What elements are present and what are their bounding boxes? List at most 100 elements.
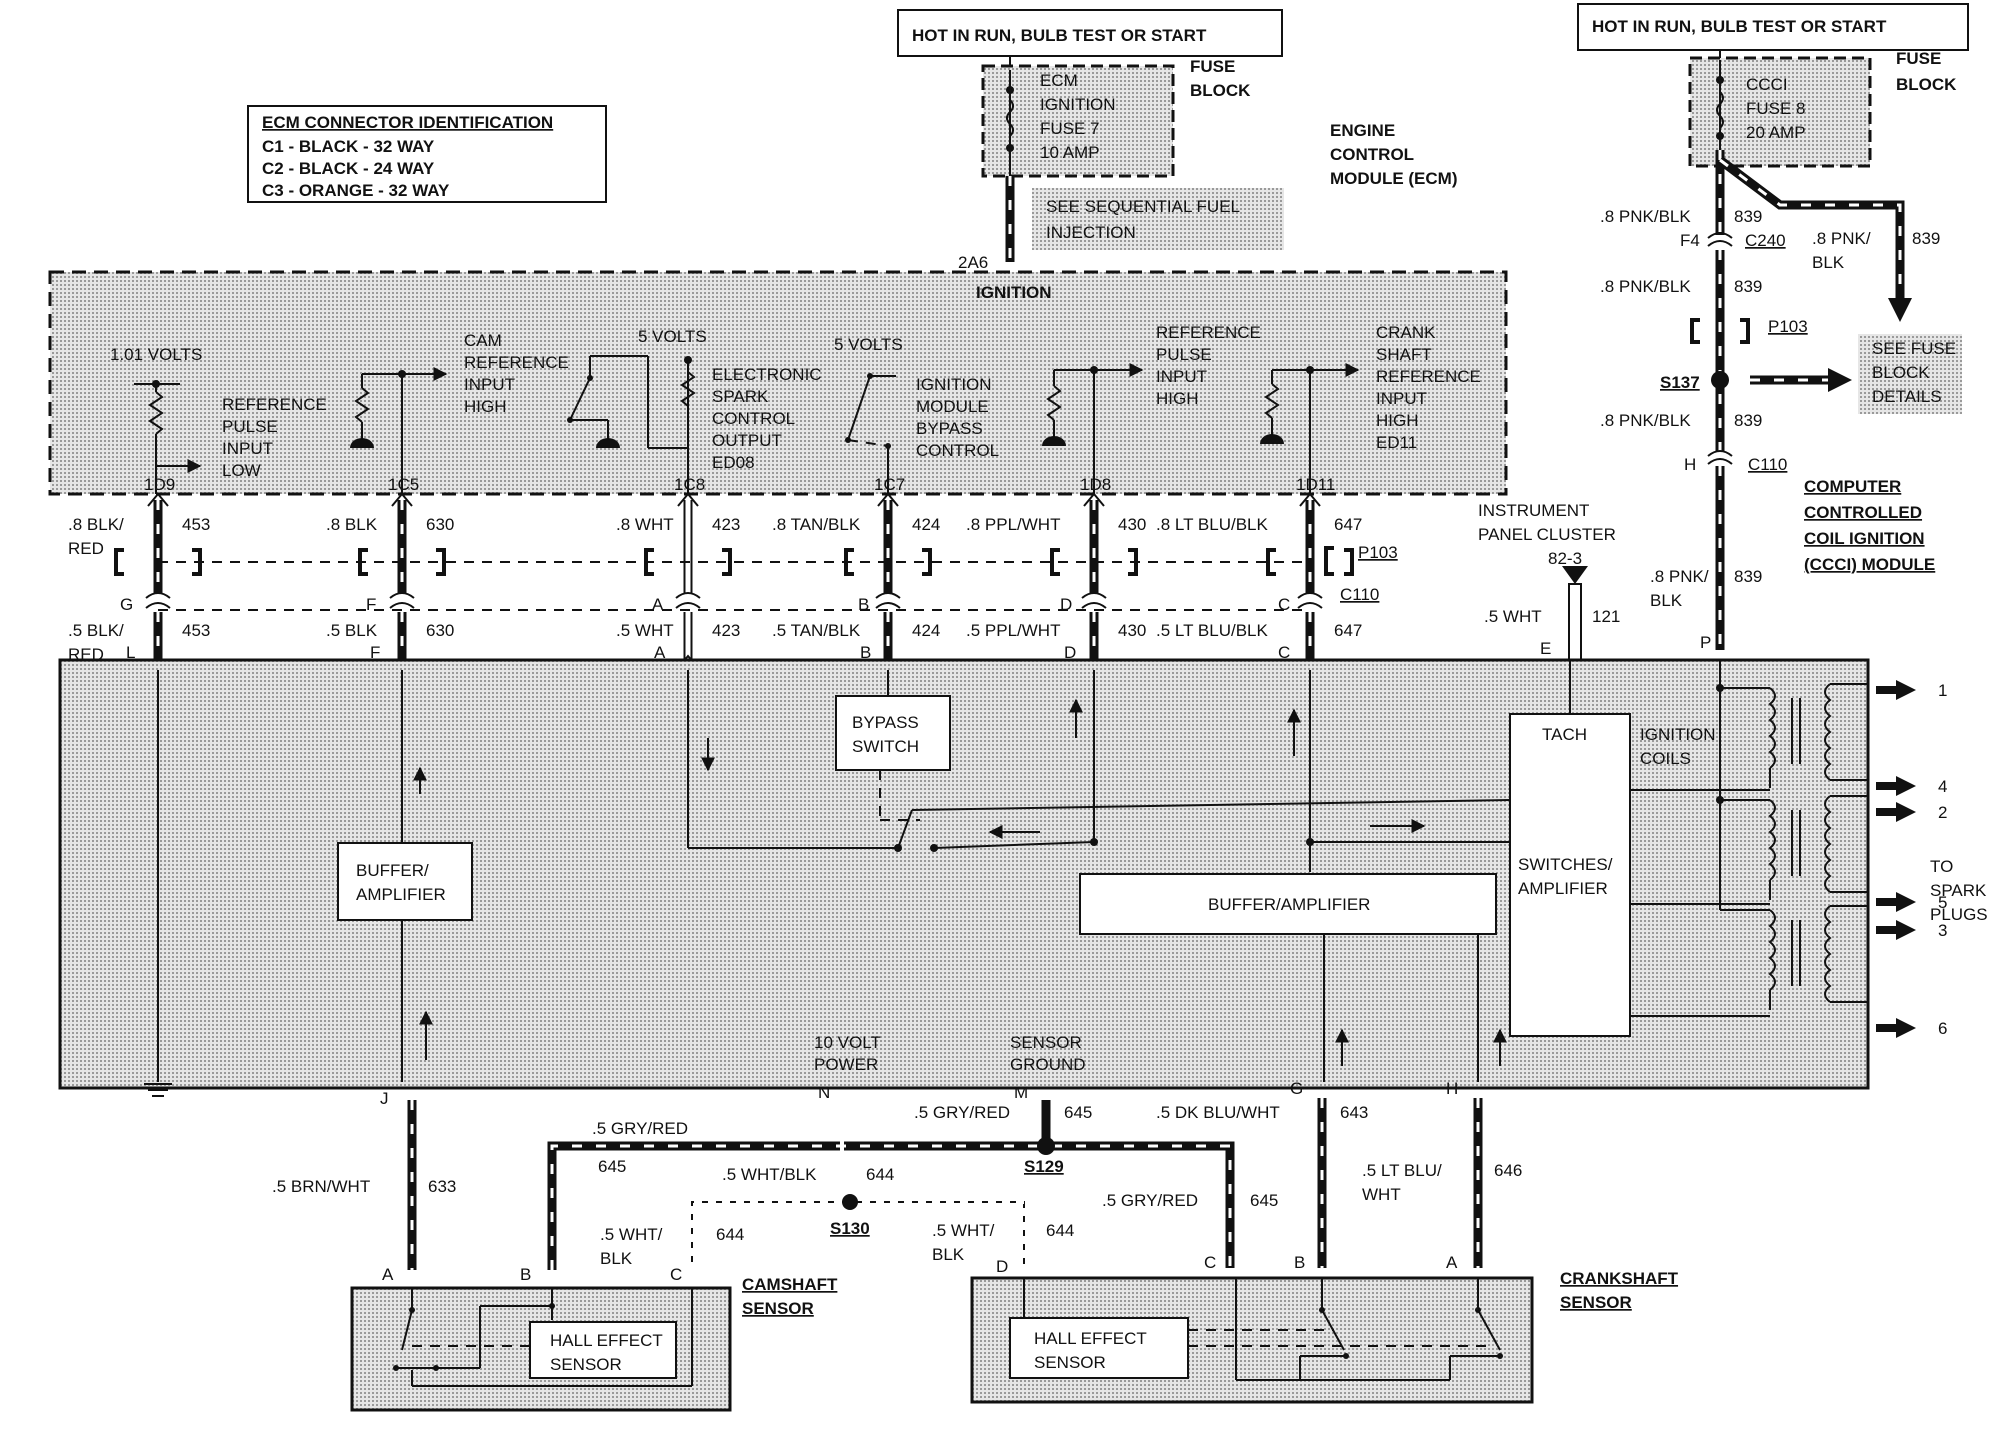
wire-color-top: .8 TAN/BLK: [772, 515, 861, 534]
svg-text:ED08: ED08: [712, 453, 755, 472]
svg-text:INSTRUMENT: INSTRUMENT: [1478, 501, 1589, 520]
svg-text:CONTROLLED: CONTROLLED: [1804, 503, 1922, 522]
ignition-section-title: IGNITION: [976, 283, 1052, 302]
ecm-name: ENGINE CONTROL MODULE (ECM): [1330, 121, 1457, 188]
svg-text:PLUGS: PLUGS: [1930, 905, 1988, 924]
svg-text:.5 WHT/: .5 WHT/: [932, 1221, 995, 1240]
svg-text:OUTPUT: OUTPUT: [712, 431, 782, 450]
wire-color-top: .8 WHT: [616, 515, 674, 534]
svg-text:REFERENCE: REFERENCE: [464, 353, 569, 372]
wire-color-top: .8 PPL/WHT: [966, 515, 1060, 534]
connector-pin: C: [1278, 595, 1290, 614]
connector-pin: D: [1060, 595, 1072, 614]
circuit-number: 647: [1334, 621, 1362, 640]
wire-color-top: RED: [68, 539, 104, 558]
svg-text:ECM CONNECTOR IDENTIFICATION: ECM CONNECTOR IDENTIFICATION: [262, 113, 553, 132]
svg-text:CRANKSHAFT: CRANKSHAFT: [1560, 1269, 1679, 1288]
svg-text:ENGINE: ENGINE: [1330, 121, 1395, 140]
svg-text:.5 GRY/RED: .5 GRY/RED: [1102, 1191, 1198, 1210]
instrument-panel-cluster: INSTRUMENT PANEL CLUSTER 82-3 .5 WHT 121…: [1478, 501, 1620, 661]
svg-text:.8 PNK/: .8 PNK/: [1650, 567, 1709, 586]
svg-text:(CCCI) MODULE: (CCCI) MODULE: [1804, 555, 1935, 574]
svg-text:.5 BRN/WHT: .5 BRN/WHT: [272, 1177, 370, 1196]
svg-text:B: B: [1294, 1253, 1305, 1272]
svg-text:REFERENCE: REFERENCE: [1376, 367, 1481, 386]
svg-text:SPARK: SPARK: [1930, 881, 1987, 900]
pin-1D9: 1D9: [144, 475, 175, 494]
svg-text:1.01 VOLTS: 1.01 VOLTS: [110, 345, 202, 364]
crankshaft-sensor: D C B A HALL EFFECT SENSOR CRANKSHAFT SE…: [970, 1253, 1679, 1404]
svg-text:CONTROL: CONTROL: [712, 409, 795, 428]
svg-text:10 VOLT: 10 VOLT: [814, 1033, 881, 1052]
svg-text:HIGH: HIGH: [1376, 411, 1419, 430]
svg-text:P103: P103: [1768, 317, 1808, 336]
pin-2a6: 2A6: [958, 253, 988, 272]
svg-text:C1 - BLACK - 32 WAY: C1 - BLACK - 32 WAY: [262, 137, 435, 156]
svg-text:F4: F4: [1680, 231, 1700, 250]
svg-text:PULSE: PULSE: [222, 417, 278, 436]
spark-plug-output-5: 5: [1876, 892, 1947, 912]
buffer-amplifier-left: [337, 842, 473, 921]
svg-text:IGNITION: IGNITION: [1040, 95, 1116, 114]
svg-text:121: 121: [1592, 607, 1620, 626]
circuit-number: 430: [1118, 621, 1146, 640]
wire-color-bottom: .5 BLK: [326, 621, 378, 640]
svg-text:SEE SEQUENTIAL FUEL: SEE SEQUENTIAL FUEL: [1046, 197, 1240, 216]
pin-1D8: 1D8: [1080, 475, 1111, 494]
see-fuse-block-details-note: [1858, 334, 1962, 414]
svg-text:10 AMP: 10 AMP: [1040, 143, 1100, 162]
spark-plug-output-6: 6: [1876, 1018, 1947, 1038]
svg-text:839: 839: [1734, 207, 1762, 226]
bypass-switch: [835, 695, 951, 771]
circuit-number: 453: [182, 621, 210, 640]
svg-text:CONTROL: CONTROL: [916, 441, 999, 460]
fuse-block-label-left: FUSE: [1190, 57, 1235, 76]
svg-text:20 AMP: 20 AMP: [1746, 123, 1806, 142]
svg-text:C110: C110: [1748, 455, 1787, 474]
fuse-icon-right: [1716, 91, 1724, 129]
wire-color-bottom: .5 PPL/WHT: [966, 621, 1060, 640]
svg-text:HIGH: HIGH: [464, 397, 507, 416]
ignition-coils: [1768, 683, 1868, 1010]
svg-text:ED11: ED11: [1376, 433, 1417, 452]
svg-text:INPUT: INPUT: [1376, 389, 1427, 408]
svg-text:.5 WHT/BLK: .5 WHT/BLK: [722, 1165, 817, 1184]
ground-icon: [144, 1083, 172, 1097]
svg-text:644: 644: [716, 1225, 744, 1244]
svg-text:SWITCH: SWITCH: [852, 737, 919, 756]
circuit-number: 453: [182, 515, 210, 534]
svg-text:MODULE (ECM): MODULE (ECM): [1330, 169, 1457, 188]
svg-text:CAMSHAFT: CAMSHAFT: [742, 1275, 838, 1294]
tach-label: TACH: [1542, 725, 1587, 744]
ecm-ignition-section: IGNITION 1.01 VOLTS REFERENCE PULSE INPU…: [48, 270, 1508, 496]
svg-text:INPUT: INPUT: [464, 375, 515, 394]
module-pin: F: [370, 643, 380, 662]
module-pin: D: [1064, 643, 1076, 662]
svg-text:CRANK: CRANK: [1376, 323, 1436, 342]
svg-text:SEE FUSE: SEE FUSE: [1872, 339, 1956, 358]
svg-text:644: 644: [866, 1165, 894, 1184]
svg-text:C: C: [670, 1265, 682, 1284]
camshaft-sensor: A B C HALL EFFECT SENSOR CAMSHAFT SENSOR: [350, 1265, 838, 1412]
svg-text:.5 DK BLU/WHT: .5 DK BLU/WHT: [1156, 1103, 1280, 1122]
svg-text:LOW: LOW: [222, 461, 261, 480]
svg-text:BLK: BLK: [600, 1249, 633, 1268]
svg-text:COIL IGNITION: COIL IGNITION: [1804, 529, 1925, 548]
svg-text:BYPASS: BYPASS: [852, 713, 919, 732]
svg-text:5 VOLTS: 5 VOLTS: [834, 335, 903, 354]
svg-text:INJECTION: INJECTION: [1046, 223, 1136, 242]
wire-color-bottom: .5 LT BLU/BLK: [1156, 621, 1268, 640]
svg-text:AMPLIFIER: AMPLIFIER: [1518, 879, 1608, 898]
svg-text:COMPUTER: COMPUTER: [1804, 477, 1901, 496]
svg-text:BLK: BLK: [932, 1245, 965, 1264]
svg-text:BLK: BLK: [1650, 591, 1683, 610]
svg-text:839: 839: [1734, 277, 1762, 296]
svg-text:CONTROL: CONTROL: [1330, 145, 1414, 164]
svg-text:S129: S129: [1024, 1157, 1064, 1176]
svg-text:.8 PNK/BLK: .8 PNK/BLK: [1600, 411, 1691, 430]
svg-text:BLOCK: BLOCK: [1190, 81, 1251, 100]
